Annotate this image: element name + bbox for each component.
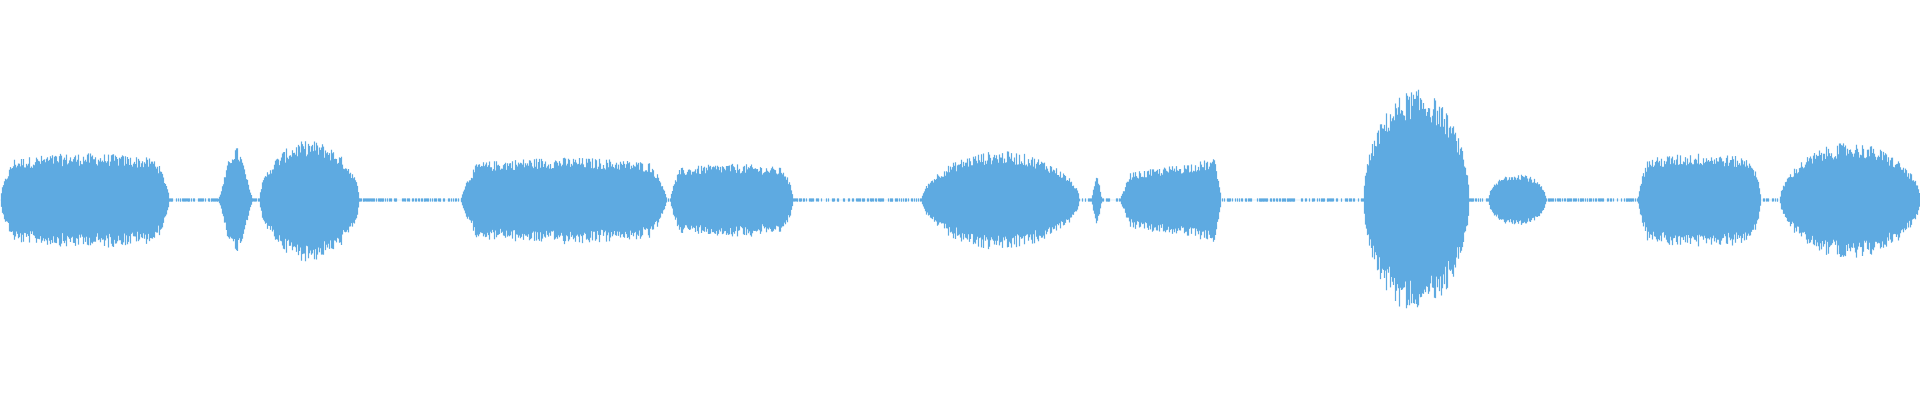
waveform-path: [0, 89, 1920, 309]
waveform-bars: [0, 89, 1920, 309]
